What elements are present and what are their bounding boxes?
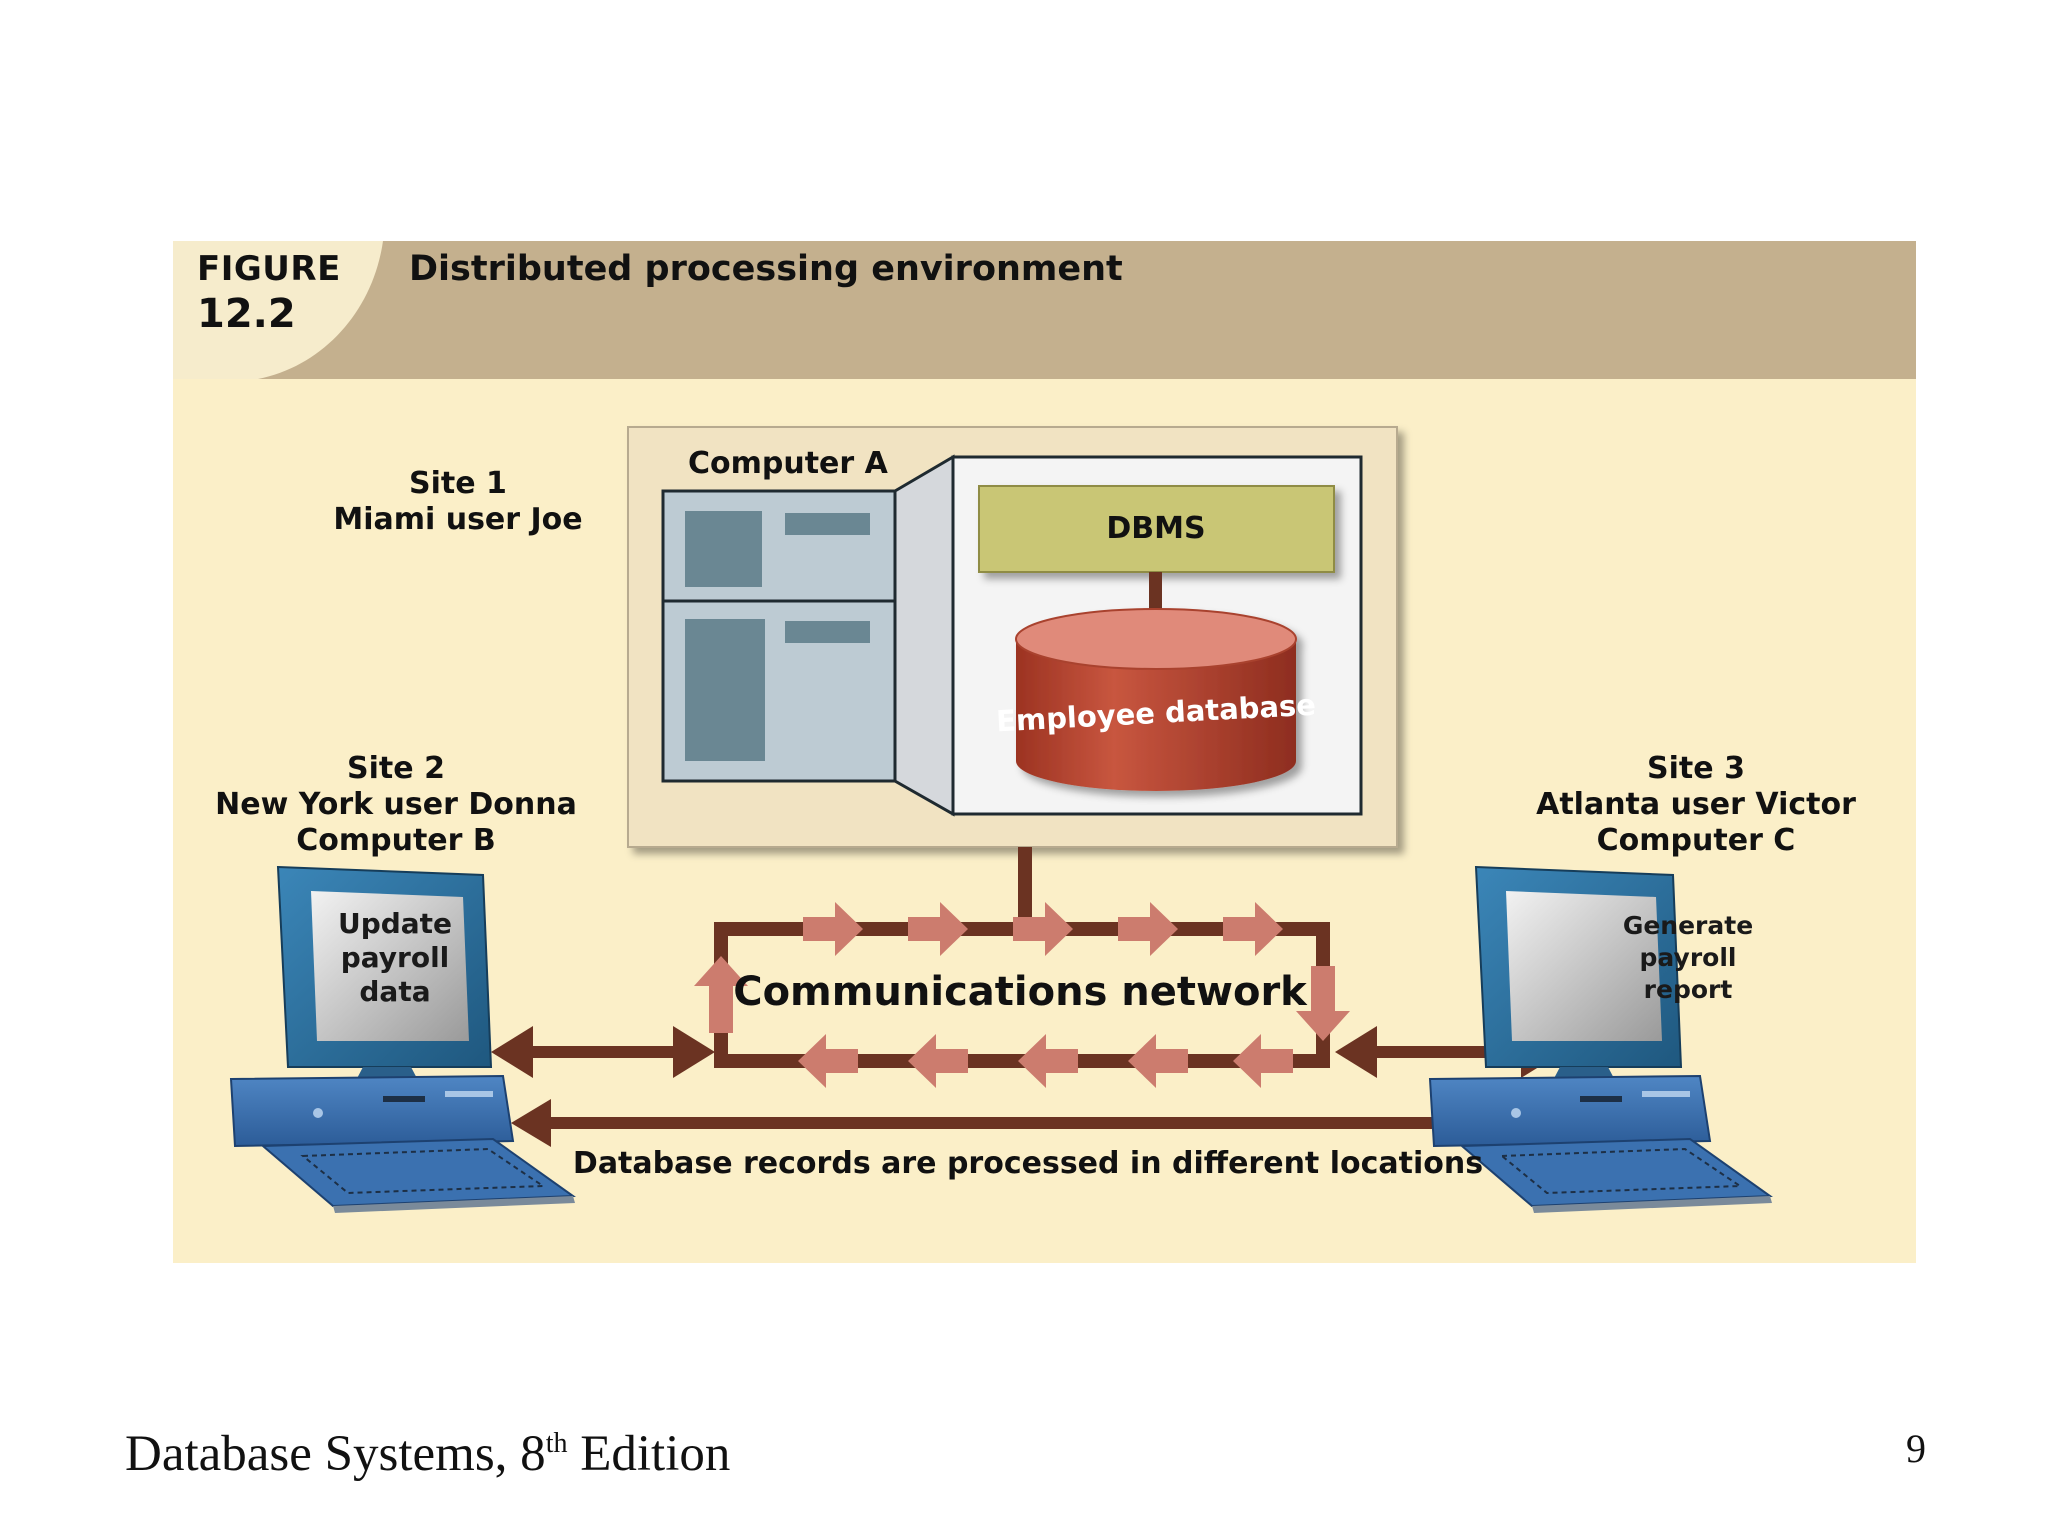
site3-line2: Atlanta user Victor <box>1536 787 1856 822</box>
computer-c-screen-line: Generate <box>1622 911 1754 940</box>
site3-line1: Site 3 <box>1647 751 1745 786</box>
site3-line3: Computer C <box>1596 823 1796 858</box>
figure-label: FIGURE <box>197 249 341 289</box>
link-b-network <box>491 1026 715 1078</box>
computer-c-screen-line: payroll <box>1639 943 1737 972</box>
records-label: Database records are processed in differ… <box>572 1146 1484 1181</box>
computer-a-label: Computer A <box>688 446 888 481</box>
page-number: 9 <box>1906 1426 1926 1471</box>
footer-book-prefix: Database Systems, 8 <box>125 1426 546 1482</box>
site2-line2: New York user Donna <box>215 787 577 822</box>
computer-b-screen-line: payroll <box>340 941 450 974</box>
figure-number: 12.2 <box>197 291 296 337</box>
diagram-canvas <box>173 241 1916 1263</box>
desktop-computer-icon <box>1428 865 1773 1213</box>
site3-label: Site 3 Atlanta user Victor Computer C <box>1536 751 1856 859</box>
computer-b-screen: Update payroll data <box>338 907 452 1009</box>
site2-line1: Site 2 <box>347 751 445 786</box>
site2-line3: Computer B <box>296 823 496 858</box>
header-band <box>173 241 1916 379</box>
site1-label: Site 1 Miami user Joe <box>333 466 582 538</box>
computer-a-link <box>1018 847 1032 929</box>
site1-line2: Miami user Joe <box>333 502 583 537</box>
server-icon <box>661 454 955 817</box>
diagram-figure: FIGURE 12.2 Distributed processing envir… <box>173 241 1916 1263</box>
database-icon <box>1015 608 1297 791</box>
dbms-box <box>978 485 1335 573</box>
figure-number-tab <box>173 241 383 379</box>
network-label: Communications network <box>733 969 1307 1015</box>
computer-c-screen-line: report <box>1643 975 1733 1004</box>
footer-book-suffix: Edition <box>567 1426 731 1482</box>
footer-book-sup: th <box>545 1428 568 1459</box>
network-loop <box>694 902 1350 1088</box>
footer-book-title: Database Systems, 8th Edition <box>125 1425 730 1483</box>
site1-line1: Site 1 <box>409 466 507 501</box>
desktop-computer-icon <box>229 865 576 1213</box>
computer-b-screen-line: data <box>359 975 431 1008</box>
site2-label: Site 2 New York user Donna Computer B <box>215 751 577 859</box>
computer-a <box>627 426 1398 848</box>
figure-title: Distributed processing environment <box>409 249 1123 289</box>
computer-b-screen-line: Update <box>337 907 453 940</box>
computer-c-screen: Generate payroll report <box>1623 910 1753 1006</box>
dbms-label: DBMS <box>1106 511 1206 546</box>
